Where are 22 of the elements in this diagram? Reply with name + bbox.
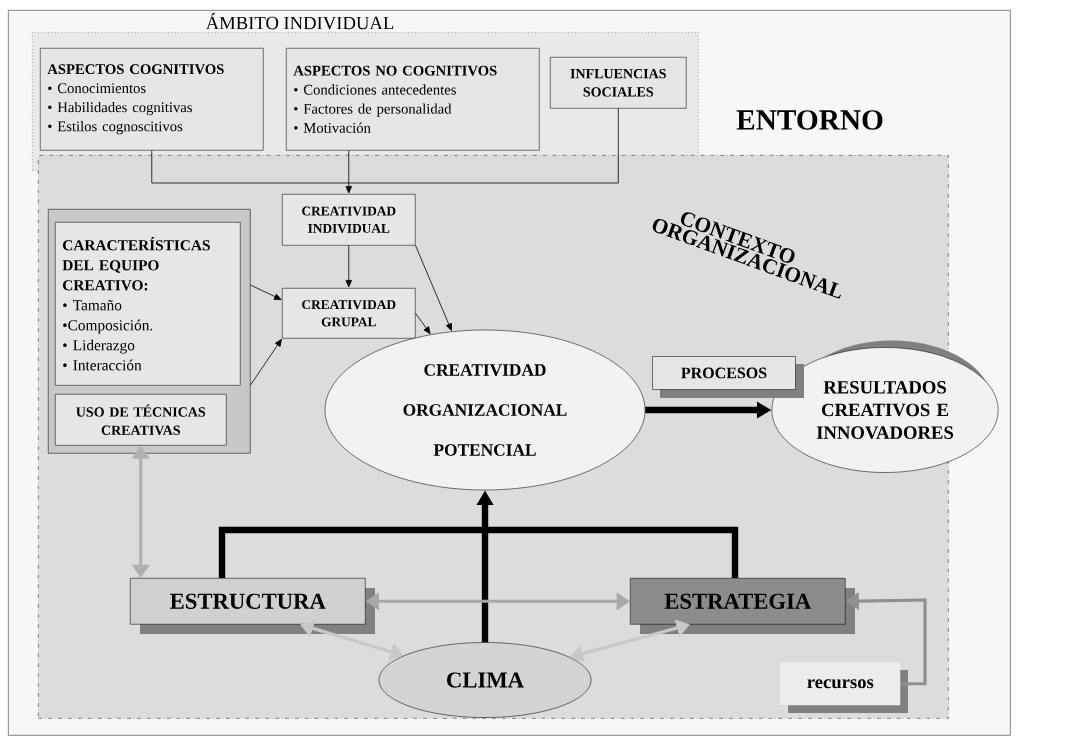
node-label: ÁMBITO INDIVIDUAL — [205, 13, 394, 30]
process-box: recursos — [780, 662, 908, 713]
connector-line — [151, 150, 350, 184]
arrow — [415, 312, 431, 335]
process-box: ESTRUCTURA — [130, 578, 375, 634]
list-box: ASPECTOS COGNITIVOS • Conocimientos • Habilidades cognitivas • Estilos cognoscitivos — [40, 48, 264, 151]
list-box: CARACTERÍSTICAS DEL EQUIPO CREATIVO: • Tamaño •Composición. • Liderazgo • Interacción — [55, 222, 241, 386]
arrow — [345, 245, 352, 288]
process-box: CREATIVIDAD GRUPAL — [282, 288, 416, 339]
process-box: CREATIVIDAD INDIVIDUAL — [282, 194, 416, 246]
connector-line — [481, 530, 489, 643]
arrow — [345, 182, 352, 194]
connector-line — [348, 108, 619, 184]
arrow — [415, 245, 452, 331]
process-box: ESTRATEGIA — [630, 578, 855, 634]
process-box: USO DE TÉCNICAS CREATIVAS — [55, 394, 227, 446]
connector-line — [348, 150, 350, 184]
process-box: INFLUENCIAS SOCIALES — [550, 57, 687, 109]
list-box: ASPECTOS NO COGNITIVOS • Condiciones antecedentes • Factores de personalidad • Motivación — [286, 48, 540, 151]
arrow — [250, 284, 282, 300]
arrow — [250, 339, 282, 386]
edge-label: PROCESOS — [652, 356, 804, 398]
